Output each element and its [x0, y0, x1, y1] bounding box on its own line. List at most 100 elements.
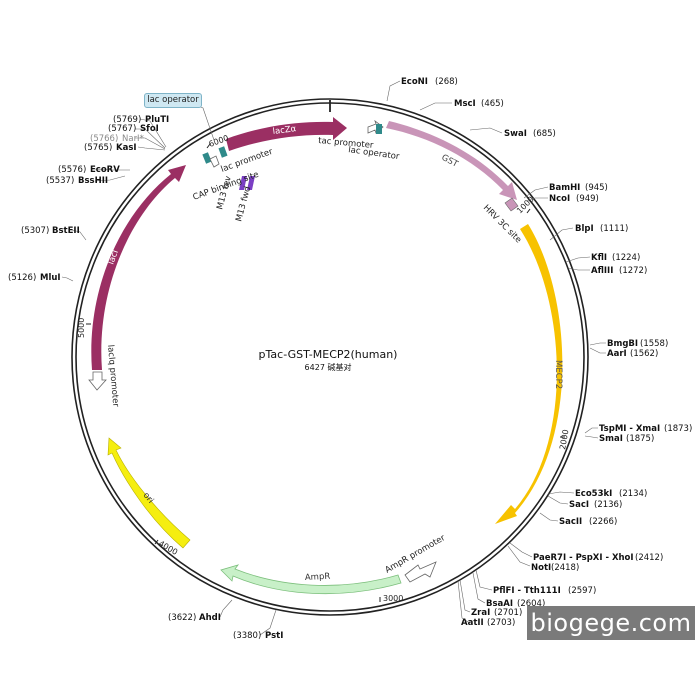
site-bsshii: BssHII	[78, 176, 108, 186]
gst-arrow	[386, 121, 517, 200]
site-smai-pos: (1875)	[626, 434, 654, 444]
site-bsteii-pos: (5307)	[21, 226, 49, 236]
site-smai: SmaI	[599, 434, 623, 444]
lac-operator-callout: lac operator	[144, 93, 202, 108]
site-kasi-pos: (5765)	[84, 143, 112, 153]
site-tspmi-xmai: TspMI - XmaI	[599, 424, 660, 434]
site-ecorv: EcoRV	[90, 165, 120, 175]
site-afliii-pos: (1272)	[619, 266, 647, 276]
lac-operator-mark	[376, 124, 382, 134]
site-swai: SwaI	[504, 129, 527, 139]
site-kasi: KasI	[116, 143, 137, 153]
site-zrai-pos: (2701)	[494, 608, 522, 618]
site-econi: EcoNI	[401, 77, 428, 87]
feature-label-laciq-promoter: lacIq promoter	[105, 344, 120, 407]
site-econi-pos: (268)	[435, 77, 458, 87]
site-saci-pos: (2136)	[594, 500, 622, 510]
tick-2000: 2000	[558, 429, 570, 451]
site-mlui-pos: (5126)	[8, 273, 36, 283]
site-kfli: KflI	[591, 253, 607, 263]
site-msci-pos: (465)	[481, 99, 504, 109]
ampr-arrow	[220, 564, 402, 595]
site-bamhi: BamHI	[549, 183, 580, 193]
site-sacii: SacII	[559, 517, 582, 527]
site-aatii-pos: (2703)	[487, 618, 515, 628]
tick-3000: 3000	[383, 594, 403, 603]
site-psti: PstI	[265, 631, 283, 641]
site-noti-pos: (2418)	[551, 563, 579, 573]
scale-ticks	[86, 143, 565, 602]
site-ahdi: AhdI	[199, 613, 221, 623]
site-leaders	[61, 80, 606, 636]
site-ncoi: NcoI	[549, 194, 570, 204]
site-zrai: ZraI	[471, 608, 490, 618]
ampr-promoter-arrow	[404, 561, 437, 583]
laci-arrow	[91, 165, 186, 370]
site-blpi: BlpI	[575, 224, 594, 234]
lacza-arrow	[226, 117, 347, 151]
site-sfoi: SfoI	[140, 124, 159, 134]
site-labels: EcoNI (268) MscI (465) SwaI (685) BamHI …	[8, 77, 692, 641]
site-blpi-pos: (1111)	[600, 224, 628, 234]
site-nari: NarI*	[122, 134, 144, 144]
feature-label-laci: lacI	[106, 249, 120, 266]
site-eco53ki: Eco53kI	[575, 489, 612, 499]
site-bamhi-pos: (945)	[585, 183, 608, 193]
feature-label-tac-promoter: tac promoter	[318, 136, 375, 151]
site-aari-pos: (1562)	[630, 349, 658, 359]
watermark-text: biogege.com	[530, 609, 692, 637]
feature-label-gst: GST	[440, 153, 461, 170]
site-pluti-pos: (5769)	[113, 115, 141, 125]
site-pflfi-tth111i: PflFI - Tth111I	[493, 586, 561, 596]
site-swai-pos: (685)	[533, 129, 556, 139]
feature-label-lacza: lacZα	[272, 124, 297, 137]
m13-fwd-mark	[247, 176, 255, 190]
site-paer7i-pspxi-xhoi: PaeR7I - PspXI - XhoI	[533, 553, 634, 563]
site-saci: SacI	[569, 500, 589, 510]
backbone-outer	[71, 98, 589, 616]
site-msci: MscI	[454, 99, 476, 109]
feature-label-mecp2: MECP2	[553, 360, 563, 389]
m13-rev-mark	[239, 176, 247, 190]
site-bsaai-pos: (2604)	[517, 599, 545, 609]
site-paer7i-pspxi-xhoi-pos: (2412)	[635, 553, 663, 563]
feature-label-lac-promoter: lac promoter	[220, 147, 275, 175]
laciq-promoter-arrow	[88, 371, 107, 391]
site-kfli-pos: (1224)	[612, 253, 640, 263]
site-ahdi-pos: (3622)	[168, 613, 196, 623]
plasmid-name: pTac-GST-MECP2(human)	[259, 348, 398, 361]
feature-label-lac-operator: lac operator	[348, 145, 401, 162]
site-eco53ki-pos: (2134)	[619, 489, 647, 499]
site-psti-pos: (3380)	[233, 631, 261, 641]
site-sacii-pos: (2266)	[589, 517, 617, 527]
site-bsteii: BstEII	[52, 226, 80, 236]
site-ecorv-pos: (5576)	[58, 165, 86, 175]
feature-label-ampr: AmpR	[305, 572, 331, 583]
hrv-3c-site-mark	[504, 197, 519, 212]
site-afliii: AflIII	[591, 266, 613, 276]
lac-promoter-left-arrow	[209, 155, 220, 168]
site-bsaai: BsaAI	[486, 599, 513, 609]
lac-operator-callout-label: lac operator	[147, 95, 199, 105]
ori-arrow	[107, 437, 191, 549]
tick-5000: 5000	[77, 318, 86, 338]
site-nari-pos: (5766)	[90, 134, 118, 144]
tick-6000: 6000	[208, 133, 230, 148]
site-pluti: PluTI	[145, 115, 169, 125]
lac-operator-left-mark	[218, 146, 228, 158]
plasmid-size: 6427 碱基对	[305, 362, 352, 372]
site-bsshii-pos: (5537)	[46, 176, 74, 186]
cap-binding-mark	[202, 152, 212, 164]
site-aatii: AatII	[461, 618, 484, 628]
site-tspmi-xmai-pos: (1873)	[664, 424, 692, 434]
site-aari: AarI	[607, 349, 627, 359]
watermark: biogege.com	[527, 606, 695, 640]
site-bmgbi: BmgBI	[607, 339, 638, 349]
site-noti: NotI	[531, 563, 551, 573]
site-pflfi-tth111i-pos: (2597)	[568, 586, 596, 596]
site-bmgbi-pos: (1558)	[640, 339, 668, 349]
site-mlui: MluI	[40, 273, 61, 283]
feature-label-m13-fwd: M13 fwd	[234, 185, 253, 222]
site-ncoi-pos: (949)	[576, 194, 599, 204]
